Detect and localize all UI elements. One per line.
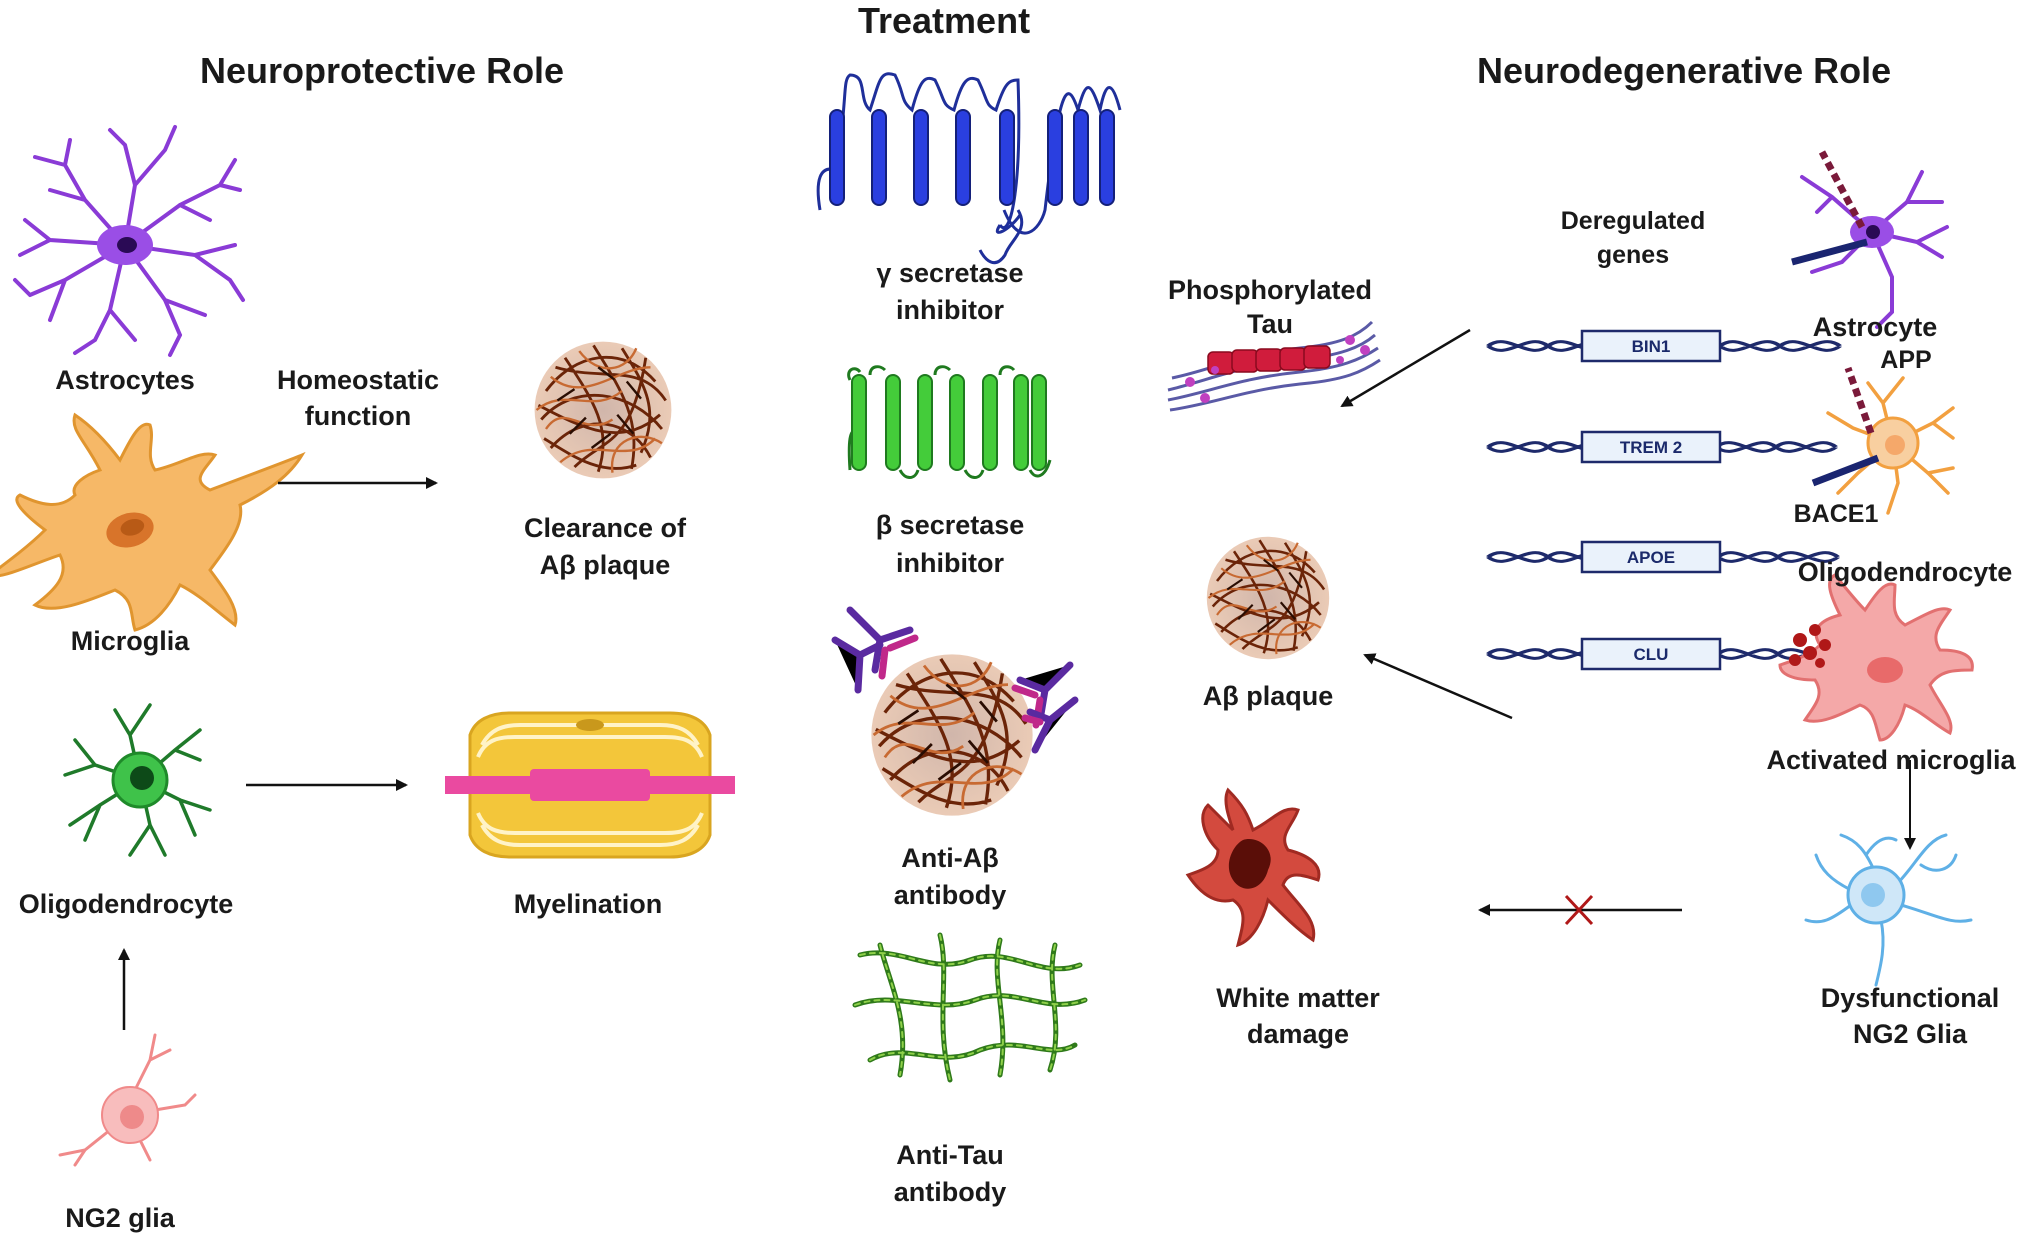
anti-abeta-antibody-icon <box>831 606 1079 818</box>
deregulated-genes-label-line1: Deregulated <box>1560 207 1706 235</box>
dna-gene-clu: CLU <box>1486 637 1840 671</box>
astrocyte-cell-icon <box>13 125 245 357</box>
dysfunctional-ng2-glia-label-line2: NG2 Glia <box>1852 1019 1968 1049</box>
dysfunctional-ng2-glia-label-line1: Dysfunctional <box>1820 983 2000 1013</box>
treatment-title: Treatment <box>858 0 1031 41</box>
astrocyte-label-right: Astrocyte <box>1812 312 1938 342</box>
dysfunctional-ng2-glia-cell-icon <box>1804 833 1973 987</box>
homeostatic-function-label-line2: function <box>304 401 412 431</box>
gamma-secretase-label-line1: γ secretase <box>876 258 1024 288</box>
ng2-glia-label: NG2 glia <box>65 1203 175 1233</box>
clearance-plaque-icon <box>533 340 673 480</box>
dna-gene-trem2: TREM 2 <box>1486 430 1838 464</box>
neurodegenerative-role-title: Neurodegenerative Role <box>1477 50 1892 91</box>
phosphorylated-tau-label-line2: Tau <box>1247 309 1293 339</box>
beta-secretase-protein-icon <box>847 365 1052 479</box>
abeta-plaque-label: Aβ plaque <box>1202 681 1334 711</box>
gene-label-bin1: BIN1 <box>1632 337 1671 356</box>
white-matter-damage-icon <box>1185 787 1321 948</box>
dna-gene-bin1: BIN1 <box>1486 329 1842 363</box>
bace1-label: BACE1 <box>1793 500 1879 528</box>
gamma-secretase-label-line2: inhibitor <box>896 295 1004 325</box>
anti-abeta-antibody-label-line2: antibody <box>893 880 1007 910</box>
dna-gene-apoe: APOE <box>1486 540 1840 574</box>
homeostatic-function-label-line1: Homeostatic <box>276 365 440 395</box>
oligodendrocyte-label: Oligodendrocyte <box>18 889 234 919</box>
anti-tau-antibody-icon <box>852 932 1088 1083</box>
microglia-label: Microglia <box>70 626 190 656</box>
clearance-label-line1: Clearance of <box>523 513 687 543</box>
white-matter-damage-label-line1: White matter <box>1216 983 1380 1013</box>
gene-label-clu: CLU <box>1634 645 1669 664</box>
astrocyte-app-cell-icon <box>1791 150 1949 329</box>
ng2-glia-cell-icon <box>58 1033 197 1167</box>
oligodendrocyte-label-right: Oligodendrocyte <box>1797 557 2013 587</box>
inhibition-x-icon <box>1564 894 1594 926</box>
anti-tau-antibody-label-line2: antibody <box>893 1177 1007 1207</box>
gene-label-apoe: APOE <box>1627 548 1675 567</box>
deregulated-genes-label-line2: genes <box>1596 241 1670 269</box>
gene-label-trem2: TREM 2 <box>1620 438 1682 457</box>
astrocytes-label: Astrocytes <box>55 365 195 395</box>
microglia-cell-icon <box>0 412 306 632</box>
oligodendrocyte-cell-icon <box>63 703 212 857</box>
white-matter-damage-label-line2: damage <box>1246 1019 1350 1049</box>
myelination-label: Myelination <box>513 889 663 919</box>
phosphorylated-tau-label-line1: Phosphorylated <box>1167 275 1373 305</box>
abeta-plaque-icon <box>1205 535 1331 661</box>
gamma-secretase-protein-icon <box>816 72 1122 265</box>
beta-secretase-label-line2: inhibitor <box>896 548 1004 578</box>
clearance-label-line2: Aβ plaque <box>539 550 671 580</box>
anti-tau-antibody-label-line1: Anti-Tau <box>896 1140 1004 1170</box>
phosphorylated-tau-icon <box>1167 320 1381 412</box>
activated-microglia-label: Activated microglia <box>1766 745 2016 775</box>
myelination-icon <box>445 711 735 859</box>
neuroprotective-role-title: Neuroprotective Role <box>200 50 565 91</box>
oligodendrocyte-app-bace1-cell-icon <box>1811 366 1955 515</box>
genes-to-tau-arrow <box>1340 328 1471 408</box>
beta-secretase-label-line1: β secretase <box>875 510 1025 540</box>
app-label: APP <box>1880 346 1932 374</box>
anti-abeta-antibody-label-line1: Anti-Aβ <box>901 843 999 873</box>
genes-to-plaque-arrow <box>1363 653 1513 720</box>
activated-microglia-cell-icon <box>1778 573 1974 742</box>
